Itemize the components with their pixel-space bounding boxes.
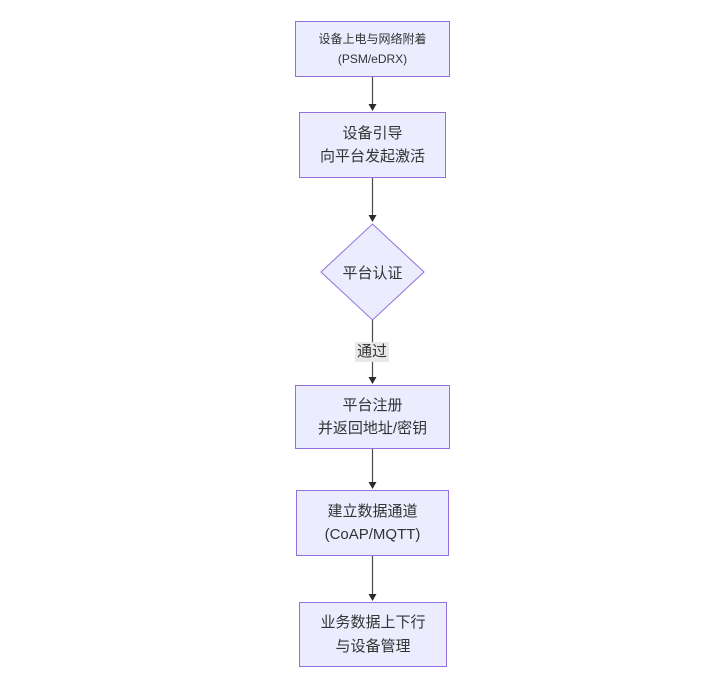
node-business-data: 业务数据上下行 与设备管理 (299, 602, 447, 667)
node-label-line: (CoAP/MQTT) (324, 526, 421, 543)
node-label-line: 平台注册 (342, 396, 403, 414)
node-bootstrap-activate: 设备引导 向平台发起激活 (299, 112, 446, 178)
edge-arrow-register-channel (368, 449, 377, 489)
arrowhead-icon (368, 482, 377, 489)
node-label-line: (PSM/eDRX) (337, 52, 408, 66)
arrowhead-icon (368, 594, 377, 601)
node-label-line: 与设备管理 (335, 637, 411, 655)
arrowhead-icon (368, 377, 377, 384)
arrowhead-icon (368, 215, 377, 222)
node-label-line: 设备上电与网络附着 (318, 31, 427, 46)
edge-arrow-bootstrap-auth (368, 178, 377, 222)
node-label-line: 并返回地址/密钥 (317, 420, 428, 437)
node-data-channel: 建立数据通道 (CoAP/MQTT) (296, 490, 449, 556)
node-label-line: 向平台发起激活 (319, 148, 425, 165)
diamond-shape (320, 223, 425, 321)
edge-label-pass: 通过 (354, 342, 390, 362)
node-platform-auth-decision: 平台认证 (320, 223, 425, 321)
node-label-line: 业务数据上下行 (320, 614, 426, 632)
node-power-network-attach: 设备上电与网络附着 (PSM/eDRX) (295, 21, 450, 77)
node-platform-register: 平台注册 并返回地址/密钥 (295, 385, 450, 449)
node-label-line: 平台认证 (342, 264, 403, 282)
edge-arrow-power-bootstrap (368, 77, 377, 111)
arrowhead-icon (368, 104, 377, 111)
node-label-line: 设备引导 (342, 124, 403, 142)
node-label-line: 建立数据通道 (327, 502, 418, 520)
edge-arrow-channel-business (368, 556, 377, 601)
